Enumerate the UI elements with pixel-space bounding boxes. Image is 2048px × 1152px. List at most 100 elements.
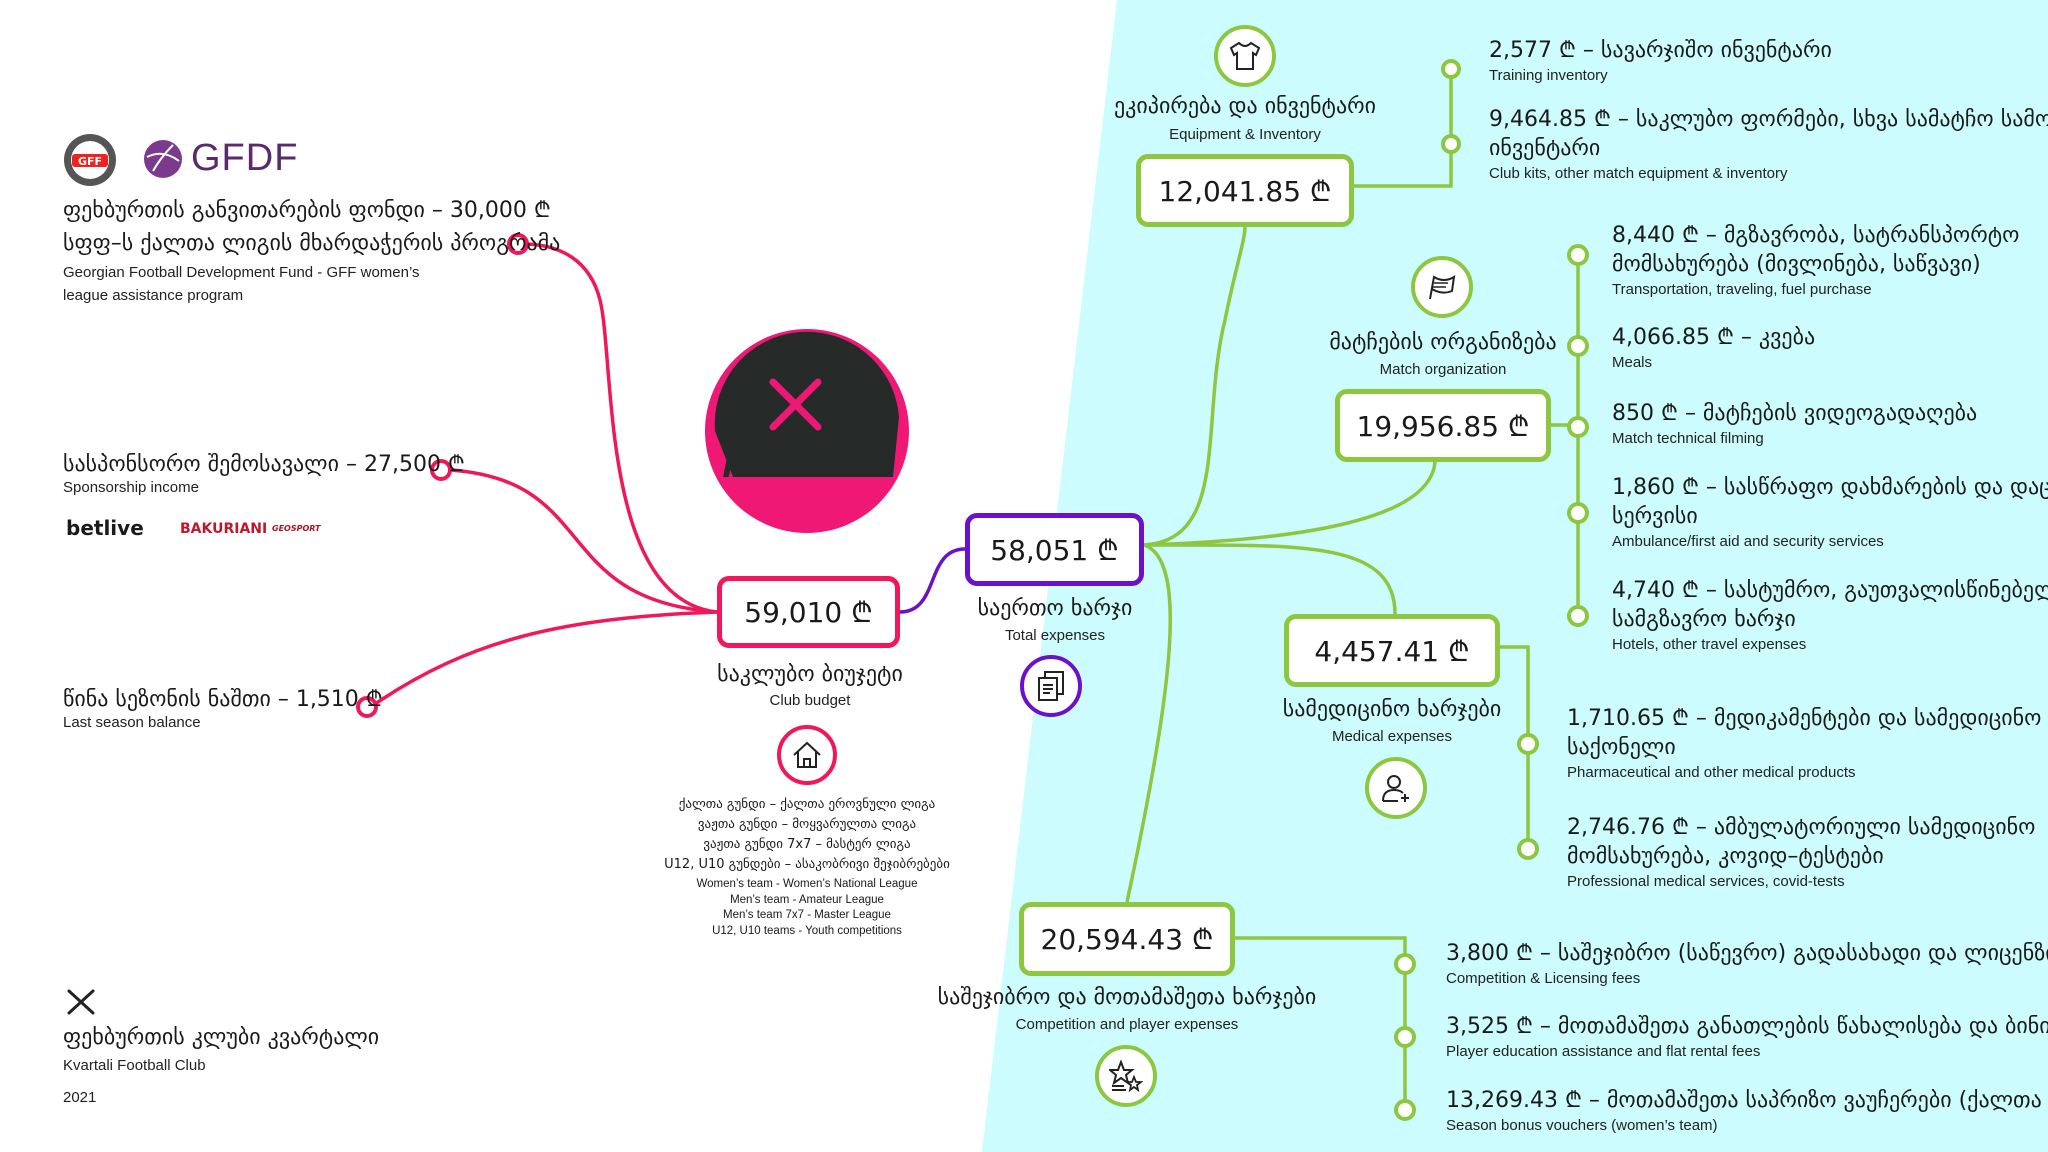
house-icon bbox=[777, 725, 837, 785]
match-item: 4,740 ₾ – სასტუმრო, გაუთვალისწინებელი სამ… bbox=[1612, 576, 2048, 656]
line-competition bbox=[1125, 543, 1173, 903]
stars-icon bbox=[1095, 1045, 1157, 1107]
geosport-logo: GEOSPORT bbox=[272, 524, 321, 533]
competition-item: 3,800 ₾ – საშეჯიბრო (საწევრო) გადასახადი… bbox=[1446, 939, 2048, 990]
competition-item: 13,269.43 ₾ – მოთამაშეთა საპრიზო ვაუჩერე… bbox=[1446, 1086, 2048, 1137]
item-ka: 4,740 ₾ – სასტუმრო, გაუთვალისწინებელი bbox=[1612, 578, 2048, 603]
medical-item: 2,746.76 ₾ – ამბულატორიული სამედიცინო მომ… bbox=[1567, 813, 2035, 893]
item-ka: საქონელი bbox=[1567, 735, 1676, 760]
gfdf-en2: league assistance program bbox=[63, 287, 244, 304]
item-en: Competition & Licensing fees bbox=[1446, 970, 1641, 987]
kvartali-logo: KVARTALI bbox=[703, 327, 911, 539]
team-en: Men’s team - Amateur League bbox=[730, 893, 884, 906]
team-en: U12, U10 teams - Youth competitions bbox=[712, 924, 902, 937]
line-match bbox=[1143, 461, 1437, 547]
club-budget-ka: საკლუბო ბიუჯეტი bbox=[717, 662, 903, 687]
total-expenses-box: 58,051 ₾ bbox=[965, 513, 1144, 586]
item-en: Professional medical services, covid-tes… bbox=[1567, 873, 1845, 890]
equipment-box: 12,041.85 ₾ bbox=[1136, 154, 1354, 227]
last-season-en: Last season balance bbox=[63, 714, 201, 731]
team-ka: ვაჟთა გუნდი – მოყვარულთა ლიგა bbox=[697, 817, 917, 832]
line-medical bbox=[1143, 543, 1397, 615]
competition-ka: საშეჯიბრო და მოთამაშეთა ხარჯები bbox=[937, 985, 1317, 1010]
medical-item: 1,710.65 ₾ – მედიკამენტები და სამედიცინო… bbox=[1567, 704, 2041, 784]
competition-en: Competition and player expenses bbox=[1015, 1016, 1239, 1033]
item-en: Club kits, other match equipment & inven… bbox=[1489, 165, 1788, 182]
betlive-logo: betlive bbox=[66, 516, 144, 540]
equipment-en: Equipment & Inventory bbox=[1169, 126, 1321, 143]
svg-text:GFF: GFF bbox=[78, 155, 102, 168]
sponsorship-en: Sponsorship income bbox=[63, 479, 199, 496]
sponsorship-ka: სასპონსორო შემოსავალი – 27,500 ₾ bbox=[63, 452, 465, 477]
last-season-ka: წინა სეზონის ნაშთი – 1,510 ₾ bbox=[63, 687, 383, 712]
total-en: Total expenses bbox=[1004, 627, 1106, 644]
shirt-icon bbox=[1214, 25, 1276, 87]
item-en: Transportation, traveling, fuel purchase bbox=[1612, 281, 1872, 298]
equipment-item: 9,464.85 ₾ – საკლუბო ფორმები, სხვა სამატ… bbox=[1489, 105, 2048, 185]
item-en: Ambulance/first aid and security service… bbox=[1612, 533, 1884, 550]
item-ka: 3,525 ₾ – მოთამაშეთა განათლების წახალისე… bbox=[1446, 1014, 2048, 1039]
item-ka: 1,710.65 ₾ – მედიკამენტები და სამედიცინო bbox=[1567, 706, 2042, 731]
item-ka: ინვენტარი bbox=[1489, 136, 1601, 161]
medical-en: Medical expenses bbox=[1331, 728, 1453, 745]
footer-ka: ფეხბურთის კლუბი კვარტალი bbox=[63, 1025, 380, 1050]
documents-icon bbox=[1020, 655, 1082, 717]
team-en: Women’s team - Women’s National League bbox=[696, 878, 918, 890]
item-ka: 13,269.43 ₾ – მოთამაშეთა საპრიზო ვაუჩერე… bbox=[1446, 1088, 2048, 1113]
gfdf-logo: GFDF bbox=[143, 137, 298, 180]
gfdf-line2: სფფ–ს ქალთა ლიგის მხარდაჭერის პროგრამა bbox=[63, 231, 561, 256]
item-ka: 1,860 ₾ – სასწრაფო დახმარების და დაცვის bbox=[1612, 475, 2048, 500]
item-en: Player education assistance and flat ren… bbox=[1446, 1043, 1761, 1060]
gfdf-en1: Georgian Football Development Fund - GFF… bbox=[63, 264, 420, 281]
match-en: Match organization bbox=[1379, 361, 1507, 378]
line-gfdf bbox=[525, 242, 718, 614]
equipment-ka: ეკიპირება და ინვენტარი bbox=[1113, 94, 1377, 119]
bakuriani-logo: BAKURIANI bbox=[180, 521, 268, 537]
item-en: Season bonus vouchers (women’s team) bbox=[1446, 1117, 1718, 1134]
item-ka: 2,746.76 ₾ – ამბულატორიული სამედიცინო bbox=[1567, 815, 2036, 840]
gfdf-line1: ფეხბურთის განვითარების ფონდი – 30,000 ₾ bbox=[63, 198, 551, 223]
expenses-background bbox=[982, 0, 2048, 1152]
svg-text:KVARTALI: KVARTALI bbox=[722, 450, 883, 485]
team-en: Men’s team 7x7 - Master League bbox=[723, 909, 891, 921]
item-ka: 8,440 ₾ – მგზავრობა, სატრანსპორტო bbox=[1612, 223, 2020, 248]
match-box: 19,956.85 ₾ bbox=[1335, 389, 1551, 462]
item-en: Match technical filming bbox=[1612, 430, 1764, 447]
team-ka: ქალთა გუნდი – ქალთა ეროვნული ლიგა bbox=[678, 797, 936, 812]
crossed-bats-icon bbox=[66, 988, 96, 1020]
footer-en: Kvartali Football Club bbox=[63, 1057, 206, 1074]
medical-person-icon bbox=[1365, 757, 1427, 819]
team-ka: U12, U10 გუნდები – ასაკობრივი შეჯიბრებებ… bbox=[664, 857, 950, 872]
item-ka: სამგზავრო ხარჯი bbox=[1612, 607, 1796, 632]
item-ka: 3,800 ₾ – საშეჯიბრო (საწევრო) გადასახადი… bbox=[1446, 941, 2048, 966]
line-equipment bbox=[1143, 226, 1247, 547]
item-ka: 850 ₾ – მატჩების ვიდეოგადაღება bbox=[1612, 401, 1978, 426]
medical-box: 4,457.41 ₾ bbox=[1284, 614, 1500, 687]
line-total bbox=[899, 547, 966, 614]
club-budget-box: 59,010 ₾ bbox=[717, 576, 900, 648]
team-ka: ვაჟთა გუნდი 7x7 – მასტერ ლიგა bbox=[703, 837, 911, 852]
total-ka: საერთო ხარჯი bbox=[977, 596, 1133, 621]
item-ka: მომსახურება, კოვიდ–ტესტები bbox=[1567, 844, 1884, 869]
competition-box: 20,594.43 ₾ bbox=[1019, 902, 1235, 976]
flag-icon bbox=[1411, 256, 1473, 318]
item-ka: 9,464.85 ₾ – საკლუბო ფორმები, სხვა სამატ… bbox=[1489, 107, 2048, 132]
competition-item: 3,525 ₾ – მოთამაშეთა განათლების წახალისე… bbox=[1446, 1012, 2048, 1063]
club-budget-en: Club budget bbox=[769, 692, 851, 709]
match-ka: მატჩების ორგანიზება bbox=[1329, 330, 1557, 355]
line-sponsorship bbox=[449, 468, 718, 614]
item-ka: 4,066.85 ₾ – კვება bbox=[1612, 325, 1816, 350]
footer-year: 2021 bbox=[63, 1089, 97, 1106]
item-en: Hotels, other travel expenses bbox=[1612, 636, 1807, 653]
medical-ka: სამედიცინო ხარჯები bbox=[1282, 697, 1502, 722]
teams-list-ka: ქალთა გუნდი – ქალთა ეროვნული ლიგა ვაჟთა გ… bbox=[607, 795, 1007, 875]
gff-logo: GFF bbox=[62, 132, 118, 192]
item-en: Pharmaceutical and other medical product… bbox=[1567, 764, 1856, 781]
item-en: Meals bbox=[1612, 354, 1653, 371]
